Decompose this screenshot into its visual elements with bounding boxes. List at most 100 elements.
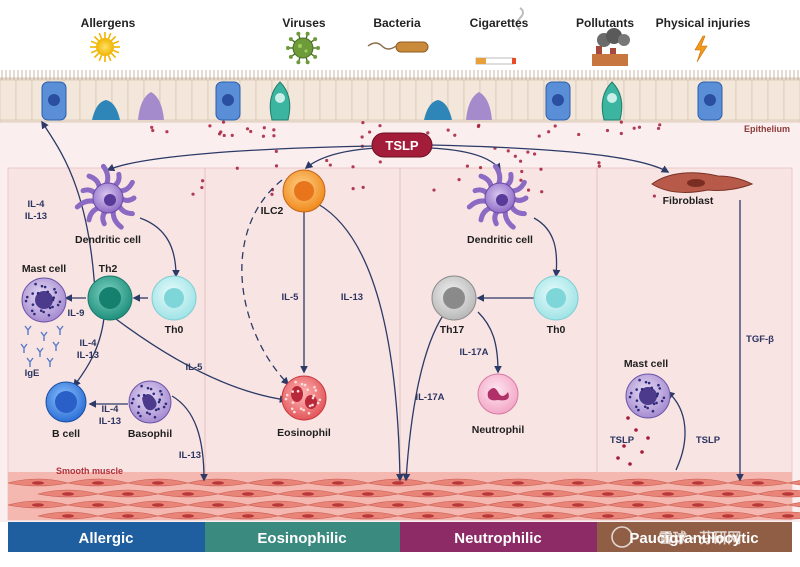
tslp-badge: TSLP xyxy=(371,132,433,158)
epithelium-layer xyxy=(0,70,800,123)
dendritic-cell-label-allergic: Dendritic cell xyxy=(75,234,141,246)
ilc2-cell xyxy=(282,169,326,213)
th0-label-neutrophilic: Th0 xyxy=(547,324,566,336)
basophil-label: Basophil xyxy=(128,428,172,440)
panel-neutrophilic xyxy=(400,522,597,552)
goblet-cell-blue-3 xyxy=(545,81,571,121)
smooth-muscle-layer xyxy=(7,472,800,520)
panel-neutrophilic-label: Neutrophilic xyxy=(454,530,542,547)
arrow-dc-th0 xyxy=(139,217,180,278)
arrow-th17-muscle xyxy=(402,313,445,482)
tgf-beta-label: TGF-β xyxy=(746,334,774,345)
pollutants-label: Pollutants xyxy=(576,16,634,30)
arrow-th2-eosinophil xyxy=(111,315,288,403)
il5-eosinophilic-label: IL-5 xyxy=(282,292,300,303)
dendritic-cell-allergic xyxy=(74,163,137,230)
dendritic-cell-label-neutrophilic: Dendritic cell xyxy=(467,234,533,246)
th0-label-allergic: Th0 xyxy=(165,324,184,336)
arrow-th2-epithelium xyxy=(41,120,97,313)
arrow-tslp-dc-allergic xyxy=(106,145,379,172)
lightning-injury-icon xyxy=(694,35,708,63)
basal-cell-2 xyxy=(424,100,452,120)
arrow-th17-neutrophil xyxy=(477,311,502,374)
bacteria-label: Bacteria xyxy=(373,16,421,30)
il4-low-label: IL-4 xyxy=(102,404,120,415)
arrow-tslp-fibroblast xyxy=(429,144,670,173)
il17a-lower-label: IL-17A xyxy=(415,392,444,403)
panel-allergic xyxy=(8,522,205,552)
fibroblast-cell xyxy=(651,172,754,193)
arrow-muscle-mastcell xyxy=(666,390,686,471)
arrow-dc-th0-neutro xyxy=(533,217,561,278)
b-cell xyxy=(45,381,87,423)
dendritic-cell-neutrophilic xyxy=(466,163,529,230)
neutrophil-label: Neutrophil xyxy=(472,424,525,436)
b-cell-label: B cell xyxy=(52,428,80,440)
th0-cell-allergic xyxy=(151,275,197,321)
fibroblast-label: Fibroblast xyxy=(663,195,714,207)
tslp-badge-label: TSLP xyxy=(385,138,419,153)
th17-label: Th17 xyxy=(440,324,465,336)
factory-pollutant-icon xyxy=(592,28,630,66)
ige-label: IgE xyxy=(25,368,40,379)
panel-paucigranulocytic-label: Paucigranulocytic xyxy=(629,530,758,547)
tslp-particles-paucigranulocytic xyxy=(616,416,650,466)
mast-cell-label-paucigranulocytic: Mast cell xyxy=(624,358,668,370)
eosinophil-label: Eosinophil xyxy=(277,427,331,439)
cigarette-icon xyxy=(475,7,524,65)
il13-mid-label: IL-13 xyxy=(77,350,99,361)
arrow-tslp-ilc2 xyxy=(304,147,379,169)
il9-label: IL-9 xyxy=(68,308,85,319)
il13-allergic-label: IL-13 xyxy=(179,450,201,461)
arrow-ilc2-muscle xyxy=(317,203,404,482)
neutrophil-cell xyxy=(477,373,519,415)
panel-eosinophilic-label: Eosinophilic xyxy=(257,530,346,547)
cigarettes-label: Cigarettes xyxy=(470,16,529,30)
watermark-text: 雪球 · 芬研网 xyxy=(659,530,741,546)
allergen-pollen-icon xyxy=(90,32,120,62)
il4-top-label: IL-4 xyxy=(28,199,46,210)
il4-mid-label: IL-4 xyxy=(80,338,98,349)
smooth-muscle-label: Smooth muscle xyxy=(56,466,123,476)
mast-cell-label-allergic: Mast cell xyxy=(22,263,66,275)
mucus-cell-teal-2 xyxy=(601,81,623,121)
il13-low-label: IL-13 xyxy=(99,416,121,427)
allergens-label: Allergens xyxy=(81,16,136,30)
arrow-dashed-ilc2-eosinophil xyxy=(241,179,290,386)
il17a-upper-label: IL-17A xyxy=(459,347,488,358)
arrow-th2-bcell xyxy=(73,317,105,388)
mast-cell-paucigranulocytic xyxy=(625,373,671,419)
th2-label: Th2 xyxy=(99,263,118,275)
tslp-left-label: TSLP xyxy=(610,435,635,446)
goblet-cell-blue-1 xyxy=(41,81,67,121)
eosinophil-cell xyxy=(281,375,327,421)
tslp-right-label: TSLP xyxy=(696,435,721,446)
club-cell-1 xyxy=(138,92,164,120)
epithelium-label: Epithelium xyxy=(744,124,790,134)
panel-eosinophilic xyxy=(205,522,400,552)
panel-allergic-label: Allergic xyxy=(78,530,133,547)
panel-paucigranulocytic xyxy=(597,522,792,552)
il5-allergic-label: IL-5 xyxy=(186,362,204,373)
watermark: 雪球 · 芬研网 xyxy=(611,526,741,548)
basophil-cell xyxy=(128,380,172,424)
signal-arrows xyxy=(41,120,744,482)
goblet-cell-blue-4 xyxy=(697,81,723,121)
virus-icon xyxy=(286,31,320,65)
phenotype-panels: Allergic Eosinophilic Neutrophilic Pauci… xyxy=(8,522,792,552)
ige-antibodies xyxy=(20,325,64,367)
il13-eosinophilic-label: IL-13 xyxy=(341,292,363,303)
goblet-cell-blue-2 xyxy=(215,81,241,121)
viruses-label: Viruses xyxy=(282,16,325,30)
basal-cell-1 xyxy=(92,100,120,120)
th17-cell xyxy=(431,275,477,321)
th0-cell-neutrophilic xyxy=(533,275,579,321)
bacteria-icon xyxy=(367,41,429,53)
ilc2-label: ILC2 xyxy=(261,205,284,217)
arrow-basophil-muscle xyxy=(171,395,208,482)
mucus-cell-teal-1 xyxy=(269,81,291,121)
mast-cell-allergic xyxy=(21,277,67,323)
club-cell-2 xyxy=(466,92,492,120)
